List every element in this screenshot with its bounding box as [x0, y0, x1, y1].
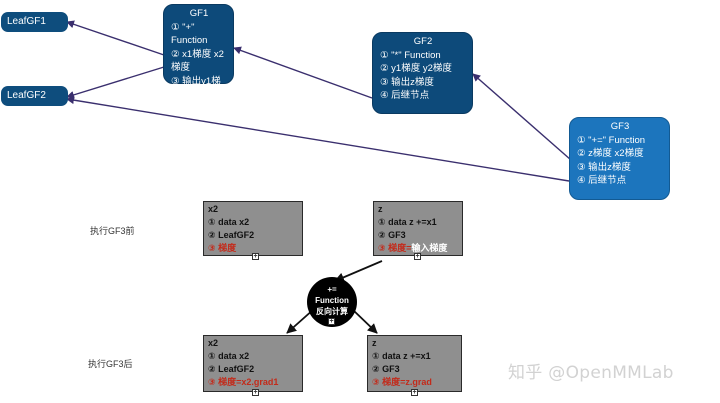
node-title: GF2 — [413, 36, 433, 47]
expand-icon[interactable]: + — [411, 389, 418, 396]
leaf-node-label: LeafGF1 — [7, 16, 46, 27]
node-line: ① "+=" Function — [577, 134, 646, 146]
function-node: += Function 反向计算 — [307, 277, 357, 327]
tensor-box-x2-before: x2 ① data x2 ② LeafGF2 ③ 梯度 — [203, 201, 303, 256]
node-line: ③ 输出z梯度 — [380, 76, 434, 88]
tensor-name: x2 — [208, 204, 219, 214]
tensor-data: ① data z +=x1 — [372, 351, 431, 361]
tensor-name: z — [372, 338, 377, 348]
tensor-grad-fn: ② LeafGF2 — [208, 230, 255, 240]
function-desc: 反向计算 — [316, 307, 348, 316]
node-line: ① "*" Function — [380, 49, 441, 61]
tensor-grad-fn: ② GF3 — [378, 230, 406, 240]
tensor-data: ① data x2 — [208, 217, 250, 227]
tensor-grad: ③ 梯度=z.grad — [372, 377, 432, 387]
edge-gf1-to-leafgf1 — [66, 20, 165, 56]
edge-gf1-to-leafgf2 — [66, 66, 165, 99]
node-line: ② y1梯度 y2梯度 — [380, 63, 452, 74]
node-title: GF3 — [610, 121, 630, 132]
tensor-data: ① data z +=x1 — [378, 217, 437, 227]
expand-icon[interactable]: + — [252, 389, 259, 396]
node-line: ③ 输出y1梯度 — [171, 75, 221, 101]
node-line: ② x1梯度 x2梯度 — [171, 48, 224, 74]
label-before-gf3: 执行GF3前 — [90, 226, 135, 236]
grad-label: ③ 梯度= — [378, 243, 412, 253]
tensor-box-z-before: z ① data z +=x1 ② GF3 ③ 梯度=输入梯度 — [373, 201, 463, 256]
expand-icon[interactable]: + — [252, 253, 259, 260]
tensor-grad: ③ 梯度=x2.grad1 — [208, 377, 279, 387]
edge-function-to-z — [351, 308, 378, 334]
edge-gf3-to-gf2 — [472, 73, 572, 161]
tensor-grad: ③ 梯度 — [208, 243, 237, 253]
tensor-box-z-after: z ① data z +=x1 ② GF3 ③ 梯度=z.grad — [367, 335, 462, 392]
leaf-node-label: LeafGF2 — [7, 90, 46, 101]
node-line: ③ 输出z梯度 — [577, 161, 631, 173]
node-line: ② z梯度 x2梯度 — [577, 148, 644, 159]
grad-value: 输入梯度 — [411, 243, 448, 253]
node-line: ④ 后继节点 — [380, 90, 430, 101]
function-op: += — [327, 285, 337, 294]
edge-gf3-to-leafgf2 — [66, 96, 570, 182]
grad-fn-node-gf1: GF1 ① "+" Function ② x1梯度 x2梯度 ③ 输出y1梯度 … — [163, 4, 234, 114]
expand-icon[interactable]: + — [414, 253, 421, 260]
edge-z-to-function — [334, 260, 383, 283]
node-line: ④ 后继节点 — [577, 175, 627, 186]
node-title: GF1 — [189, 8, 209, 19]
tensor-box-x2-after: x2 ① data x2 ② LeafGF2 ③ 梯度=x2.grad1 — [203, 335, 303, 392]
watermark: 知乎 @OpenMMLab — [508, 363, 674, 383]
node-line: ④ 后继节点 — [171, 102, 221, 114]
function-name: Function — [315, 296, 349, 305]
grad-fn-node-gf3: GF3 ① "+=" Function ② z梯度 x2梯度 ③ 输出z梯度 ④… — [569, 117, 670, 200]
tensor-grad: ③ 梯度=输入梯度 — [378, 242, 458, 255]
tensor-grad-fn: ② LeafGF2 — [208, 364, 255, 374]
tensor-data: ① data x2 — [208, 351, 250, 361]
grad-fn-node-gf2: GF2 ① "*" Function ② y1梯度 y2梯度 ③ 输出z梯度 ④… — [372, 32, 473, 114]
label-after-gf3: 执行GF3后 — [88, 359, 133, 369]
tensor-grad-fn: ② GF3 — [372, 364, 400, 374]
tensor-name: x2 — [208, 338, 219, 348]
node-line: ① "+" Function — [171, 21, 208, 47]
leaf-node-leafgf2: LeafGF2 — [1, 86, 68, 106]
edge-gf2-to-gf1 — [233, 46, 373, 99]
tensor-name: z — [378, 204, 383, 214]
expand-icon[interactable]: + — [328, 318, 335, 325]
leaf-node-leafgf1: LeafGF1 — [1, 12, 68, 32]
